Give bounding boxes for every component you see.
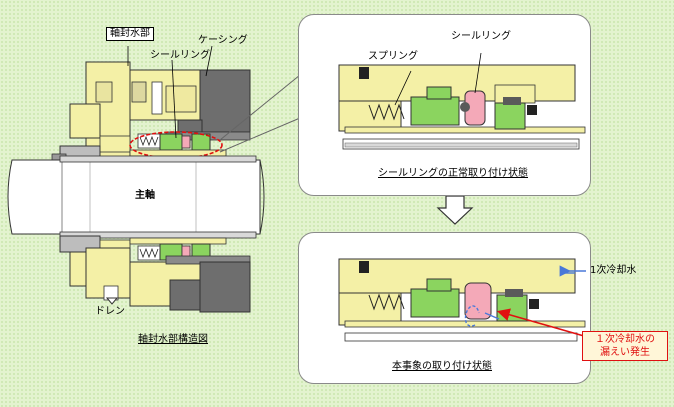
leak-callout-line2: 漏えい発生: [600, 347, 650, 358]
lower-housing: [59, 235, 251, 313]
main-shaft: [7, 155, 265, 239]
upper-seal-assembly: [129, 133, 227, 157]
label-main-shaft: 主軸: [135, 190, 155, 201]
label-casing: ケーシング: [198, 35, 248, 46]
incident-installation-panel: [298, 232, 591, 384]
label-spring: スプリング: [368, 51, 418, 62]
normal-installation-drawing: [338, 52, 586, 150]
leak-pointer-arrow: [496, 308, 585, 337]
transition-arrow: [436, 195, 474, 225]
incident-installation-drawing: [338, 258, 586, 342]
label-seal-water-section: 軸封水部: [106, 27, 154, 41]
upper-housing: [51, 61, 201, 165]
drain-arrow: [105, 297, 119, 305]
normal-installation-panel: [298, 14, 591, 196]
label-seal-ring-top: シールリング: [451, 31, 511, 42]
top-panel-caption: シールリングの正常取り付け状態: [378, 168, 528, 179]
bottom-panel-caption: 本事象の取り付け状態: [392, 361, 492, 372]
label-seal-ring-left: シールリング: [150, 50, 210, 61]
leak-callout-box: １次冷却水の 漏えい発生: [582, 331, 668, 361]
label-drain: ドレン: [95, 306, 125, 317]
left-caption: 軸封水部構造図: [138, 334, 208, 345]
leak-callout-line1: １次冷却水の: [595, 334, 655, 345]
label-primary-cooling-water: 1次冷却水: [590, 265, 637, 276]
